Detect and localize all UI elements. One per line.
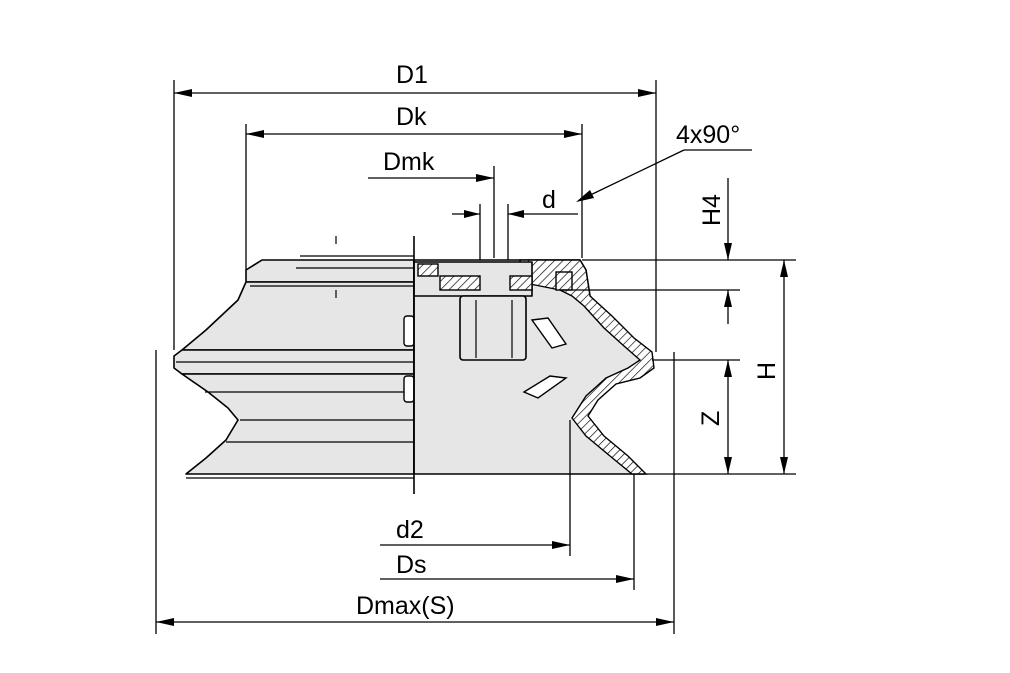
slot-left-lower <box>403 375 415 403</box>
lower-bellow <box>181 373 415 475</box>
threaded-bore <box>459 295 527 361</box>
label-Z: Z <box>697 411 725 426</box>
chamfer-leader <box>579 149 685 201</box>
label-H4: H4 <box>698 194 726 226</box>
top-recess <box>296 255 414 269</box>
suction-cup-body <box>173 236 415 479</box>
label-D1: D1 <box>396 61 428 89</box>
extension-lines <box>155 80 796 634</box>
label-H: H <box>753 362 781 380</box>
label-Dk: Dk <box>396 103 427 131</box>
rubber-wall-section <box>519 259 655 475</box>
slot-right-upper <box>530 317 568 349</box>
label-Dmk: Dmk <box>383 148 435 176</box>
label-Dmax: Dmax(S) <box>356 592 455 620</box>
chamfer-hatch <box>555 271 573 291</box>
slot-left-upper <box>403 315 415 347</box>
insert-hatch-left <box>439 275 481 291</box>
label-d2: d2 <box>396 516 424 544</box>
section-view <box>413 259 655 475</box>
top-plate <box>245 259 415 283</box>
arrowheads <box>156 89 788 626</box>
insert-hatch-top <box>417 263 439 277</box>
label-d: d <box>542 186 556 214</box>
slot-right-lower <box>522 375 568 399</box>
insert-hatch-right <box>509 275 533 291</box>
label-chamfer: 4x90° <box>676 121 740 149</box>
upper-bellow <box>181 281 415 351</box>
label-Ds: Ds <box>396 551 427 579</box>
